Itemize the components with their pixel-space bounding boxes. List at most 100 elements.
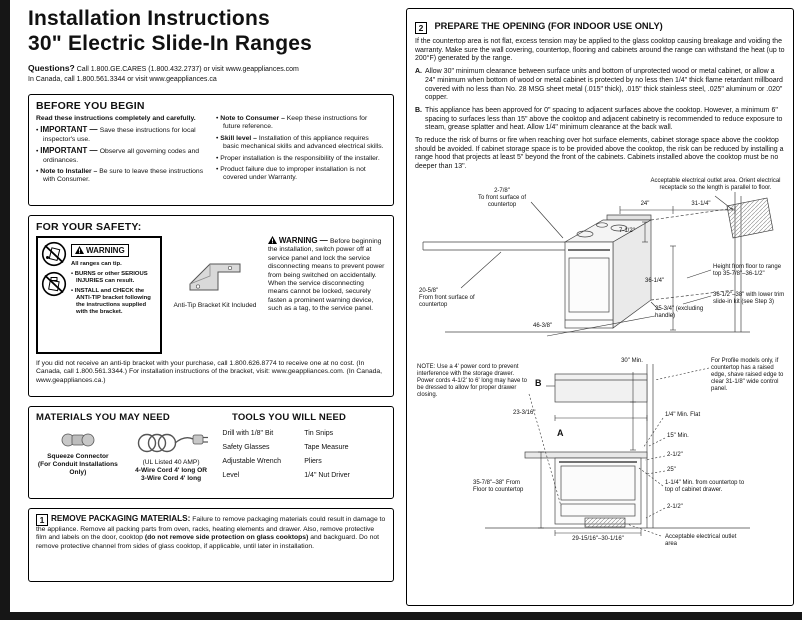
connector-name: Squeeze Connector [47,453,109,460]
step2-section: 2 PREPARE THE OPENING (FOR INDOOR USE ON… [406,8,794,606]
dim-label-15-min: 15" Min. [667,432,689,439]
tools-title: TOOLS YOU WILL NEED [232,412,347,423]
tools-column-2: Tin Snips Tape Measure Pliers 1/4" Nut D… [304,430,386,486]
questions-block: Questions? Call 1.800.GE.CARES (1.800.43… [28,63,394,85]
cord-option-1: 4-Wire Cord 4' long OR [135,467,207,474]
title-line-1: Installation Instructions [28,7,270,30]
step1-title: REMOVE PACKAGING MATERIALS: [51,514,191,523]
title-line-2: 30" Electric Slide-In Ranges [28,32,312,55]
byb-left-column: Read these instructions completely and c… [36,115,206,185]
cross-section-drawing [485,363,750,537]
byb-item: Proper installation is the responsibilit… [216,155,386,163]
power-cord-icon [137,433,209,453]
step2-title: PREPARE THE OPENING (FOR INDOOR USE ONLY… [434,21,663,31]
step2-number-box: 2 [415,22,427,34]
step2-header: 2 PREPARE THE OPENING (FOR INDOOR USE ON… [415,16,785,34]
tool-item: Tin Snips [304,430,334,437]
dim-label-24: 24" [640,200,650,207]
dim-label-36-1-4: 36-1/4" [645,277,665,284]
cord-rating: (UL Listed 40 AMP) [142,459,200,466]
tool-item: Drill with 1/8" Bit [222,430,274,437]
squeeze-connector-icon [61,433,95,447]
questions-contact: Call 1.800.GE.CARES (1.800.432.2737) or … [74,66,299,73]
tools-column-1: Drill with 1/8" Bit Safety Glasses Adjus… [222,430,304,486]
dimension-lines [460,195,736,337]
byb-item: Skill level – Installation of this appli… [216,135,386,152]
before-you-begin-title: BEFORE YOU BEGIN [36,100,145,112]
anti-tip-bracket-image [189,263,241,291]
step2-item-a: A.Allow 30" minimum clearance between su… [415,68,783,102]
warning-pictograms [41,241,68,316]
power-off-warning: WARNING — Before beginning the installat… [268,236,386,354]
connector-note: (For Conduit Installations Only) [37,461,118,476]
byb-item: IMPORTANT — Observe all governing codes … [36,147,206,165]
warning2-text: Before beginning the installation, switc… [268,238,385,313]
power-cord-item: (UL Listed 40 AMP) 4-Wire Cord 4' long O… [120,430,223,486]
step2-intro: If the countertop area is not flat, exce… [415,38,785,63]
tool-item: Tape Measure [304,444,349,451]
warning-triangle-icon [268,236,277,244]
bracket-footer-note: If you did not receive an anti-tip brack… [36,360,383,384]
dim-label-2-7-8: 2-7/8" To front surface of countertop [477,187,527,208]
bracket-caption: Anti-Tip Bracket Kit Included [173,302,257,309]
outlet-area-note-2: Acceptable electrical outlet area [665,533,737,547]
byb-item: Note to Consumer – Keep these instructio… [216,115,386,132]
tool-item: Level [222,472,240,479]
anti-tip-bracket-figure: Anti-Tip Bracket Kit Included [169,236,261,354]
callout-label-a: A [557,427,564,438]
tool-item: 1/4" Nut Driver [304,472,350,479]
range-perspective-drawing [422,191,774,337]
byb-right-column: Note to Consumer – Keep these instructio… [216,115,386,185]
byb-intro: Read these instructions completely and c… [36,115,196,122]
materials-title: MATERIALS YOU MAY NEED [36,412,170,423]
byb-item: Note to Installer – Be sure to leave the… [36,168,206,185]
before-you-begin-section: BEFORE YOU BEGIN Read these instructions… [28,94,394,206]
questions-label: Questions? [28,63,75,73]
dim-label-25: 25" [667,466,676,473]
dim-label-23-3-16: 23-3/16" [513,409,536,416]
height-from-floor-note: Height from floor to range top 35-7/8"–3… [713,263,782,277]
warning-triangle-icon [75,246,84,254]
dim-label-46-3-8: 46-3/8" [533,322,553,329]
warning-line: All ranges can tip. [71,261,122,267]
warning-line: BURNS or other SERIOUS INJURIES can resu… [71,271,157,285]
document-page: Installation Instructions 30" Electric S… [10,0,802,612]
dim-label-25-3-4: 25-3/4" (excluding handle) [655,305,704,319]
step2-item-b: B.This appliance has been approved for 0… [415,106,783,132]
dimension-lines [528,367,710,537]
trim-kit-note: 36-1/2"–38" with lower trim slide-in kit… [713,291,785,305]
spill-burn-hazard-icon [41,271,67,297]
warning-line: INSTALL and CHECK the ANTI-TIP bracket f… [71,288,157,316]
dim-label-quarter-flat: 1/4" Min. Flat [665,411,701,418]
callout-label-b: B [535,377,542,388]
cord-option-2: 3-Wire Cord 4' long [141,475,202,482]
byb-item: Product failure due to improper installa… [216,166,386,183]
for-your-safety-section: FOR YOUR SAFETY: [28,215,394,397]
dim-label-2-1-2-upper: 2-1/2" [667,451,683,458]
tip-over-warning-panel: WARNING All ranges can tip. BURNS or oth… [36,236,162,354]
safety-title: FOR YOUR SAFETY: [36,221,142,233]
range-illustration [422,191,774,333]
profile-models-note: For Profile models only, if countertop h… [711,357,784,392]
opening-cross-section-diagram: NOTE: Use a 4' power cord to prevent int… [415,356,785,550]
floor-to-countertop-note: 35-7/8"–38" From Floor to countertop [473,479,524,493]
squeeze-connector-item: Squeeze Connector (For Conduit Installat… [36,430,120,486]
warning-text-block: WARNING All ranges can tip. BURNS or oth… [71,241,157,316]
questions-canada: In Canada, call 1.800.561.3344 or visit … [28,76,217,83]
page-title: Installation Instructions 30" Electric S… [28,6,394,56]
step1-number-box: 1 [36,514,48,526]
materials-tools-section: MATERIALS YOU MAY NEED TOOLS YOU WILL NE… [28,406,394,499]
dim-label-31-1-4: 31-1/4" [691,200,711,207]
tool-item: Adjustable Wrench [222,458,282,465]
left-column: Installation Instructions 30" Electric S… [28,6,394,582]
dim-label-30-min: 30" Min. [621,357,643,364]
warning2-label: WARNING — [278,236,330,245]
questions-line: Questions? Call 1.800.GE.CARES (1.800.43… [28,63,394,75]
dim-label-20-5-8: 20-5/8" From front surface of countertop [419,287,475,308]
cabinet-cross-section [485,363,750,529]
warning-badge: WARNING [71,243,129,257]
dim-label-opening-width: 29-15/16"–30-1/16" [572,535,624,542]
dim-label-1-1-4-drawer: 1-1/4" Min. from countertop to top of ca… [665,479,745,493]
